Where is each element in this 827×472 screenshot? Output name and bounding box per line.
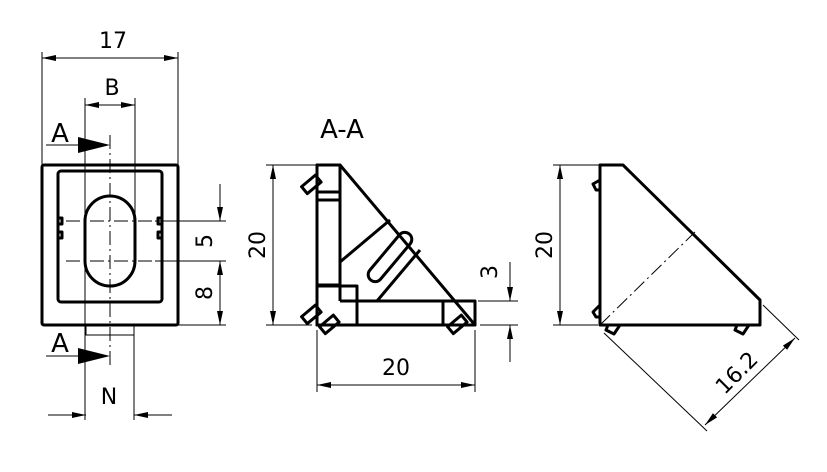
rib-line — [339, 218, 391, 264]
dim-height-label: 20 — [246, 231, 271, 259]
side-view: 20 16.2 — [533, 163, 800, 432]
dim-17-label: 17 — [99, 29, 127, 54]
center-line — [599, 231, 696, 326]
section-arrow-icon — [78, 348, 110, 364]
front-view: 17 B A A N 5 8 — [40, 29, 226, 420]
dim-5-label: 5 — [193, 234, 218, 248]
rib-line — [375, 249, 422, 302]
side-outline — [598, 163, 762, 327]
dim-n-label: N — [101, 385, 117, 410]
nut-icon — [318, 313, 341, 336]
section-marker-bottom: A — [51, 329, 69, 359]
right-notch — [156, 216, 164, 240]
section-marker-top: A — [51, 119, 69, 149]
extension-line — [603, 332, 708, 432]
dim-height-label: 20 — [533, 231, 558, 259]
nut-tab-icon — [591, 178, 601, 192]
dimension-line-diagonal — [704, 337, 796, 426]
section-title: A-A — [320, 115, 364, 145]
nut-tab-icon — [591, 303, 602, 319]
left-notch — [56, 216, 64, 240]
nut-icon — [446, 313, 469, 336]
dim-width-label: 20 — [382, 356, 410, 381]
section-arrow-icon — [78, 137, 110, 153]
extension-line — [762, 304, 800, 341]
section-view: A-A 20 20 3 — [246, 115, 518, 392]
nut-icon — [300, 303, 323, 326]
nut-icon — [300, 173, 323, 196]
dim-diagonal-label: 16.2 — [711, 347, 763, 399]
dim-3-label: 3 — [478, 265, 503, 279]
section-hatch — [315, 163, 342, 194]
slot — [366, 230, 414, 284]
dim-b-label: B — [104, 76, 119, 101]
dim-8-label: 8 — [193, 286, 218, 300]
nut-tab-icon — [733, 324, 751, 336]
nut-tab-icon — [604, 324, 622, 336]
